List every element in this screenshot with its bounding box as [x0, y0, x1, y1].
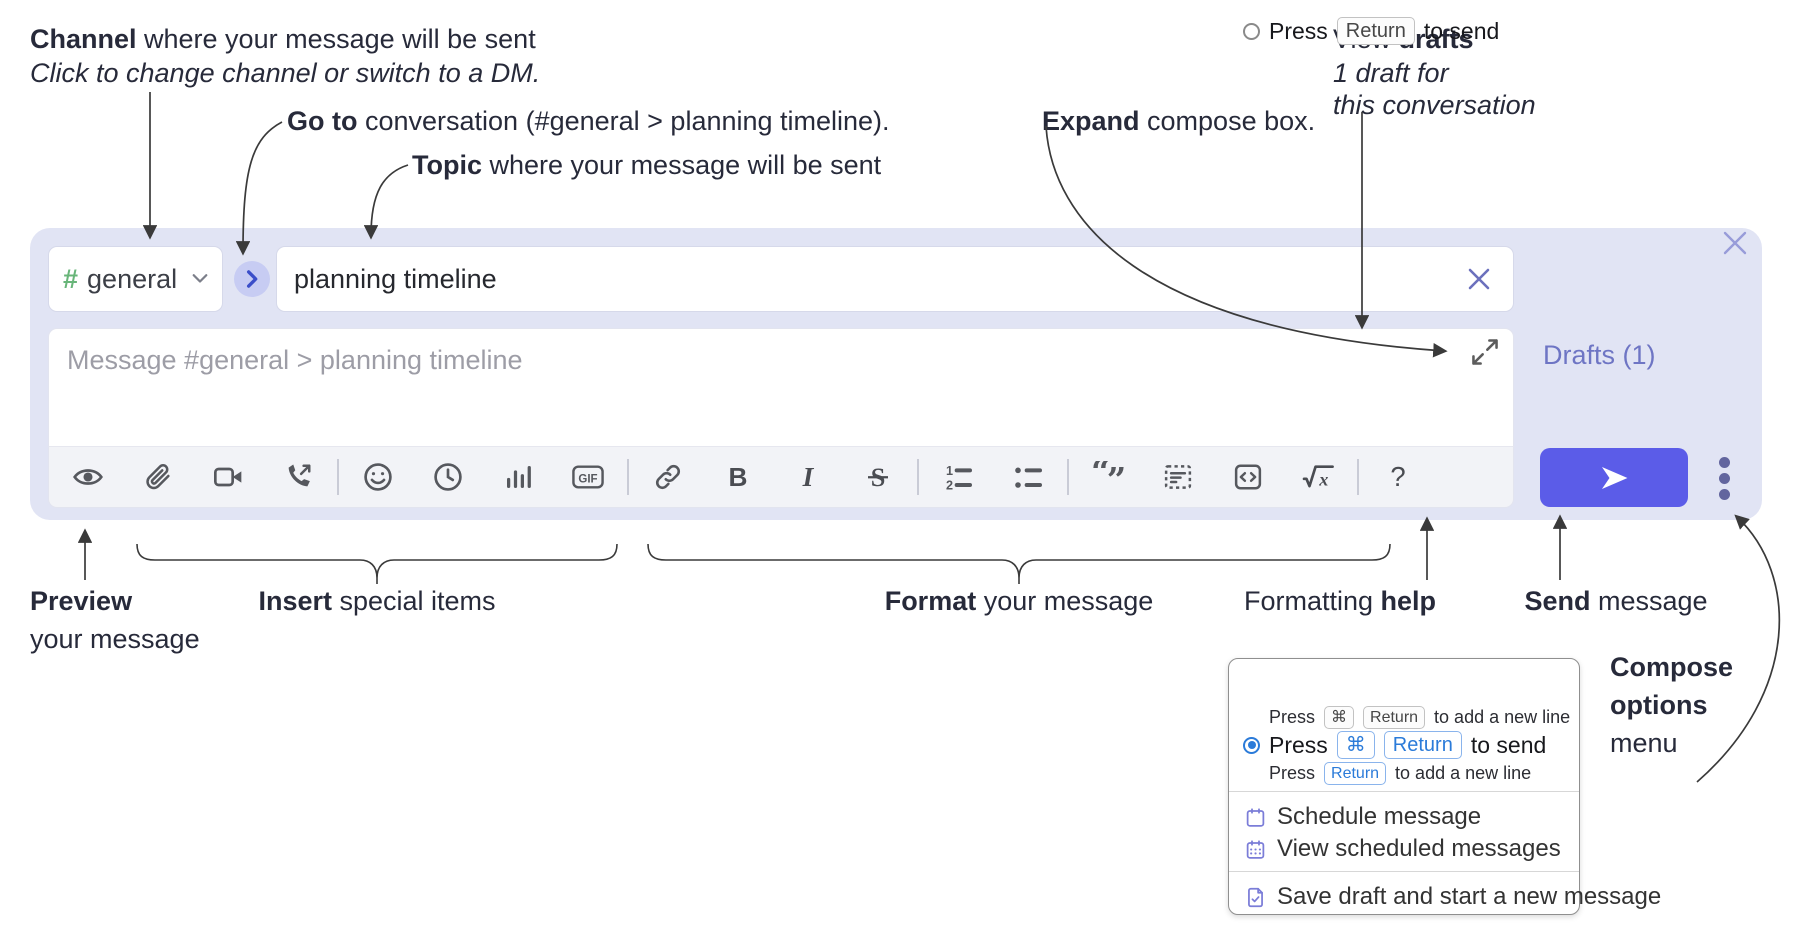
compose-options-dots-icon[interactable]: [1708, 452, 1740, 504]
annotation-compose-options-3: menu: [1610, 728, 1678, 758]
radio-row-sub2: Press Return to add a new line: [1269, 762, 1532, 785]
annotation-goto: Go to conversation (#general > planning …: [287, 106, 890, 136]
bold-icon[interactable]: B: [721, 460, 755, 494]
menu-item-save-draft[interactable]: Save draft and start a new message: [1245, 883, 1661, 911]
return-key: Return: [1383, 731, 1462, 759]
expand-compose-icon[interactable]: [1470, 337, 1500, 367]
svg-text:1: 1: [946, 464, 953, 478]
annotation-insert: Insert special items: [258, 586, 496, 616]
annotation-expand: Expand compose box.: [1042, 106, 1316, 136]
arrow-compose-options: [1696, 514, 1781, 783]
annotation-format: Format your message: [884, 586, 1154, 616]
annotation-channel-bold: Channel: [30, 24, 137, 54]
radio-row-cmd-return-to-send[interactable]: Press ⌘ Return to send: [1243, 731, 1546, 759]
chevron-right-icon: [246, 270, 257, 288]
calendar-icon: [1246, 807, 1265, 827]
menu-item-view-scheduled[interactable]: View scheduled messages: [1245, 835, 1561, 863]
channel-hash-icon: #: [63, 263, 79, 294]
annotation-channel: Channel where your message will be sent: [30, 24, 536, 55]
toolbar-divider: [1067, 459, 1069, 495]
topic-input[interactable]: [276, 246, 1514, 312]
menu-item-schedule-message[interactable]: Schedule message: [1245, 803, 1481, 831]
audio-call-icon[interactable]: [281, 460, 315, 494]
svg-text:“: “: [1091, 461, 1111, 493]
svg-text:x: x: [1318, 470, 1328, 490]
return-key: Return: [1336, 17, 1415, 45]
global-time-clock-icon[interactable]: [431, 460, 465, 494]
annotation-compose-options: Compose: [1610, 652, 1734, 682]
chevron-down-icon: [192, 274, 208, 283]
toolbar-divider: [337, 459, 339, 495]
brace-insert: [136, 543, 618, 584]
bulleted-list-icon[interactable]: [1011, 460, 1045, 494]
annotation-channel-sub: Click to change channel or switch to a D…: [30, 58, 541, 88]
link-icon[interactable]: [651, 460, 685, 494]
math-icon[interactable]: x: [1301, 460, 1335, 494]
video-call-icon[interactable]: [211, 460, 245, 494]
channel-name: general: [87, 263, 178, 294]
svg-text:I: I: [802, 462, 815, 492]
compose-toolbar: GIF B I S 1 2: [48, 446, 1514, 508]
svg-text:2: 2: [946, 479, 953, 493]
code-icon[interactable]: [1231, 460, 1265, 494]
quote-icon[interactable]: “ ”: [1091, 460, 1125, 494]
go-to-conversation-button[interactable]: [234, 261, 270, 297]
annotation-preview-line2: your message: [30, 624, 200, 654]
brace-format: [647, 543, 1391, 584]
arrow-topic: [363, 164, 409, 240]
annotation-send: Send message: [1524, 586, 1708, 616]
message-input[interactable]: [48, 328, 1514, 446]
clear-topic-icon[interactable]: [1462, 262, 1496, 296]
italic-icon[interactable]: I: [791, 460, 825, 494]
calendar-grid-icon: [1246, 839, 1265, 859]
cmd-key: ⌘: [1336, 731, 1375, 759]
toolbar-divider: [1357, 459, 1359, 495]
drafts-link[interactable]: Drafts (1): [1543, 340, 1656, 370]
toolbar-divider: [917, 459, 919, 495]
strikethrough-icon[interactable]: S: [861, 460, 895, 494]
compose-options-menu: Press Return to send Press ⌘ Return to a…: [1228, 17, 1661, 915]
preview-eye-icon[interactable]: [71, 460, 105, 494]
radio-row-return-to-send[interactable]: Press Return to send: [1243, 17, 1499, 45]
attach-paperclip-icon[interactable]: [141, 460, 175, 494]
numbered-list-icon[interactable]: 1 2: [941, 460, 975, 494]
spoiler-icon[interactable]: [1161, 460, 1195, 494]
annotation-drafts-line2: 1 draft for: [1333, 58, 1449, 88]
radio-row-sub1: Press ⌘ Return to add a new line: [1269, 706, 1571, 729]
gif-icon[interactable]: GIF: [571, 460, 605, 494]
svg-text:”: ”: [1107, 461, 1125, 493]
poll-chart-icon[interactable]: [501, 460, 535, 494]
annotation-compose-options-2: options: [1610, 690, 1708, 720]
channel-selector[interactable]: # general: [48, 246, 223, 312]
emoji-icon[interactable]: [361, 460, 395, 494]
annotation-topic: Topic where your message will be sent: [412, 150, 882, 180]
send-button[interactable]: [1540, 448, 1688, 507]
toolbar-divider: [627, 459, 629, 495]
annotation-drafts-line3: this conversation: [1333, 90, 1536, 120]
radio-unselected[interactable]: [1243, 22, 1260, 40]
svg-text:?: ?: [1390, 462, 1405, 492]
menu-divider: [1229, 871, 1579, 872]
menu-divider: [1229, 791, 1579, 792]
annotation-preview: Preview: [30, 586, 133, 616]
close-icon[interactable]: [1718, 226, 1752, 260]
annotation-channel-rest: where your message will be sent: [136, 24, 536, 54]
radio-selected[interactable]: [1243, 736, 1260, 754]
annotation-formatting-help: Formatting help: [1243, 586, 1437, 616]
draft-document-icon: [1248, 887, 1263, 907]
svg-text:GIF: GIF: [578, 473, 597, 485]
svg-text:B: B: [729, 462, 748, 492]
paper-plane-icon: [1601, 466, 1628, 489]
message-formatting-help-icon[interactable]: ?: [1381, 460, 1415, 494]
